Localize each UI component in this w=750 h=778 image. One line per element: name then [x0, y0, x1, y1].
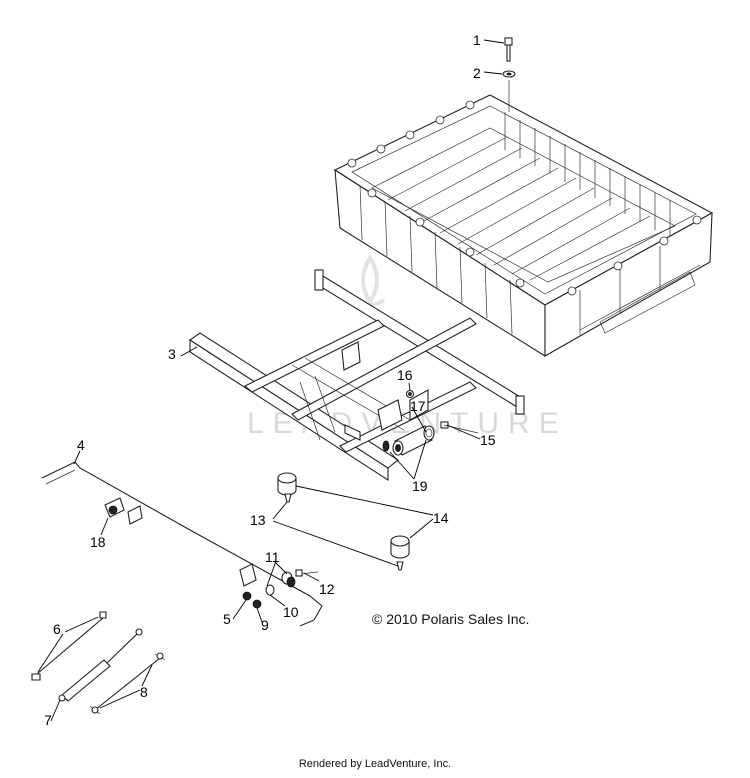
nut-part-16	[405, 389, 415, 399]
callout-9: 9	[261, 617, 269, 633]
callout-7: 7	[44, 712, 52, 728]
callout-3: 3	[168, 346, 176, 362]
footer-credit: Rendered by LeadVenture, Inc.	[298, 758, 452, 770]
callout-1: 1	[473, 32, 481, 48]
cable-part-8	[89, 652, 166, 715]
subframe-part-3	[189, 269, 525, 482]
callout-14: 14	[433, 510, 449, 526]
callout-13: 13	[250, 512, 266, 528]
callout-19: 19	[412, 478, 428, 494]
bumper-part-14	[277, 472, 410, 559]
gas-strut-part-7	[58, 628, 143, 702]
callout-4: 4	[77, 437, 85, 453]
callout-16: 16	[397, 367, 413, 383]
callout-12: 12	[319, 581, 335, 597]
pin-part-6	[31, 611, 107, 681]
callout-2: 2	[473, 65, 481, 81]
rod-part-4	[41, 461, 323, 627]
callout-10: 10	[283, 604, 299, 620]
callout-8: 8	[140, 684, 148, 700]
callout-18: 18	[90, 534, 106, 550]
leader-lines	[37, 39, 505, 722]
pivot-bushing-part-17	[382, 425, 435, 456]
callout-5: 5	[223, 611, 231, 627]
bolt-part-1	[504, 37, 513, 62]
copyright-notice: © 2010 Polaris Sales Inc.	[372, 611, 530, 627]
callout-17: 17	[410, 398, 426, 414]
callout-labels: 1 2 3 4 5 6 7 8 9 10 11 12 13 14 15 16 1…	[44, 32, 496, 728]
callout-15: 15	[480, 432, 496, 448]
callout-11: 11	[265, 549, 280, 565]
callout-6: 6	[53, 621, 61, 637]
washer-part-2	[502, 70, 516, 112]
hardware-parts-5-9-10-11-12	[242, 569, 319, 609]
cargo-box	[333, 94, 714, 357]
fastener-part-13	[284, 493, 404, 571]
